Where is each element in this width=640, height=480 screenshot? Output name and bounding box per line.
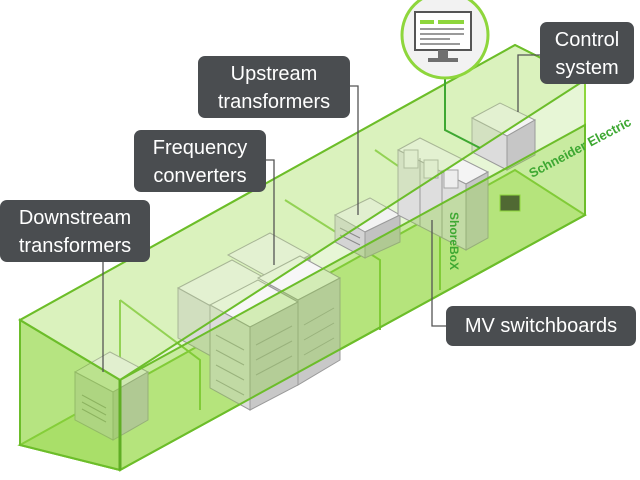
mv-switchboards-callout: MV switchboards (446, 306, 636, 346)
shorebox-side-text: ShoreBoX (447, 212, 461, 270)
callout-line: MV switchboards (464, 315, 618, 337)
monitor-inset (400, 0, 490, 80)
container-front (18, 43, 588, 472)
callout-line: Upstream (230, 63, 318, 85)
control-system-callout: Control system (540, 22, 634, 84)
callout-line: transformers (18, 235, 132, 257)
control-cabinet (470, 102, 537, 212)
leader-lines (102, 54, 540, 372)
control-link-line (444, 70, 481, 149)
upstream-transformers-callout: Upstream transformers (198, 56, 350, 118)
callout-line: transformers (217, 91, 331, 113)
callout-line: Control (554, 29, 620, 51)
frequency-converters-callout: Frequency converters (134, 130, 266, 192)
control-panel-screen (499, 194, 521, 212)
callout-line: system (555, 57, 619, 79)
callout-line: Frequency (152, 137, 248, 159)
callout-line: Downstream (18, 207, 132, 229)
frequency-converters (176, 232, 342, 411)
mv-switchboards (396, 137, 490, 251)
downstream-transformers-callout: Downstream transformers (0, 200, 150, 262)
callout-line: converters (153, 165, 247, 187)
